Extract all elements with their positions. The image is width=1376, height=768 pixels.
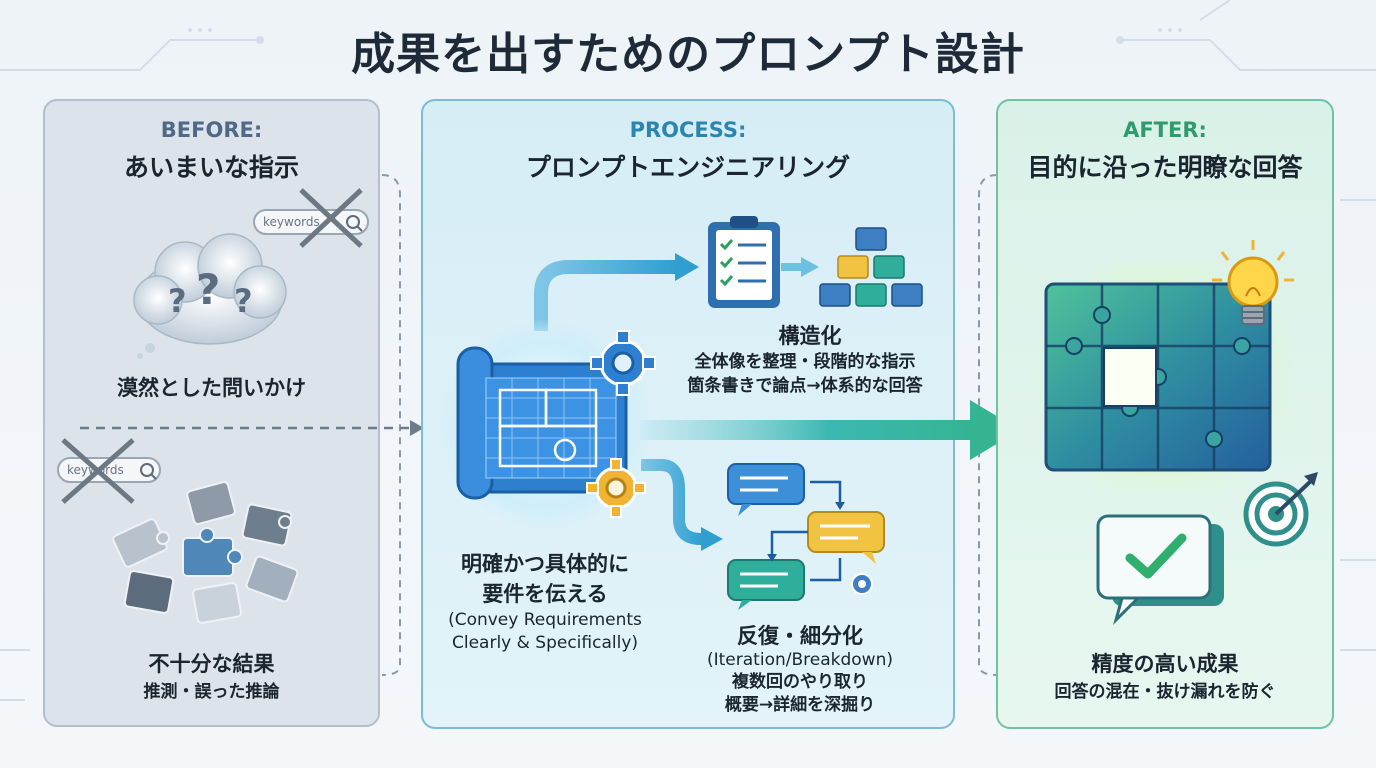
light-bulb-icon xyxy=(1212,240,1294,325)
accurate-result-label: 精度の高い成果 xyxy=(1091,652,1239,676)
iteration-en: (Iteration/Breakdown) xyxy=(707,650,893,670)
iteration-line2: 概要→詳細を深掘り xyxy=(724,695,876,715)
svg-text:?: ? xyxy=(168,282,187,320)
checklist-clipboard-icon xyxy=(708,216,780,308)
clarity-en1: (Convey Requirements xyxy=(448,610,642,630)
target-icon xyxy=(1243,472,1318,547)
completed-puzzle-icon xyxy=(1044,282,1272,472)
check-bubble-icon xyxy=(1096,514,1224,626)
before-process-connector xyxy=(80,174,424,676)
before-header: BEFORE: xyxy=(160,118,263,142)
iteration-title: 反復・細分化 xyxy=(737,624,863,648)
scattered-puzzle-icon xyxy=(112,481,299,624)
svg-text:?: ? xyxy=(196,265,220,314)
insufficient-result-label: 不十分な結果 xyxy=(148,652,275,676)
gear-icon-blue xyxy=(590,330,656,396)
before-subtitle: あいまいな指示 xyxy=(123,153,299,182)
clarity-line1: 明確かつ具体的に xyxy=(461,552,629,576)
blueprint-scroll-icon xyxy=(456,346,628,500)
process-subtitle: プロンプトエンジニアリング xyxy=(525,153,851,182)
clarity-en2: Clearly & Specifically) xyxy=(451,633,639,653)
vague-question-label: 漠然とした問いかけ xyxy=(117,376,306,400)
structure-line2: 箇条書きで論点→体系的な回答 xyxy=(687,376,923,396)
before-panel xyxy=(43,99,380,727)
search-bar-crossed: keywords xyxy=(253,188,371,248)
iteration-line1: 複数回のやり取り xyxy=(732,672,868,692)
insufficient-result-desc: 推測・誤った推論 xyxy=(143,682,280,702)
process-header: PROCESS: xyxy=(629,118,747,142)
clarity-line2: 要件を伝える xyxy=(482,582,608,606)
search-bar-crossed-2: keywords xyxy=(57,438,162,504)
gear-icon-yellow xyxy=(586,458,646,518)
after-header: AFTER: xyxy=(1123,118,1207,142)
svg-text:?: ? xyxy=(234,282,253,320)
block-pyramid-icon xyxy=(819,227,923,307)
accurate-result-desc: 回答の混在・抜け漏れを防ぐ xyxy=(1054,682,1276,702)
after-subtitle: 目的に沿った明瞭な回答 xyxy=(1027,153,1303,182)
process-flow-arrows xyxy=(534,253,819,551)
structure-title: 構造化 xyxy=(778,324,842,348)
search-keyword: keywords xyxy=(263,215,320,229)
question-cloud-icon: ? ? ? xyxy=(133,233,287,359)
search-keyword-2: keywords xyxy=(67,463,124,477)
page-title: 成果を出すためのプロンプト設計 xyxy=(351,29,1025,80)
chat-iteration-icon xyxy=(727,463,885,610)
big-arrow-to-after xyxy=(640,400,1020,460)
structure-line1: 全体像を整理・段階的な指示 xyxy=(694,352,916,372)
